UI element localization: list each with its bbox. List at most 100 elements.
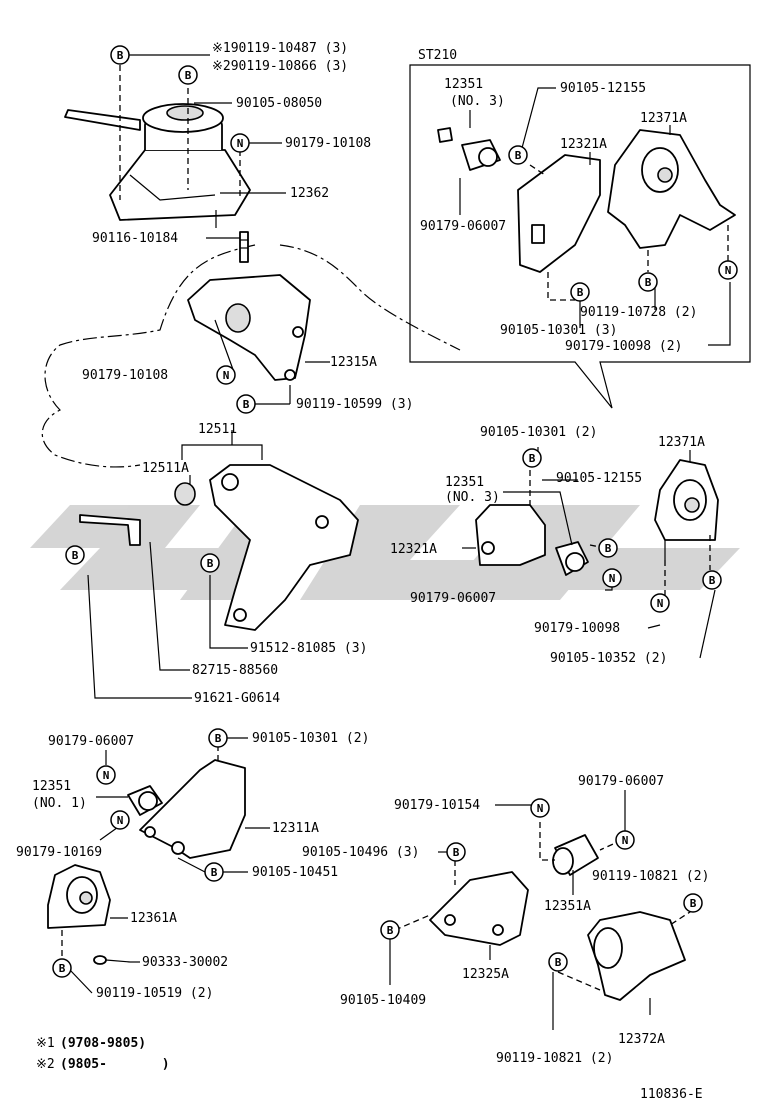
part-12511 bbox=[79, 464, 359, 631]
callout-label: 12351 bbox=[445, 475, 484, 490]
badge-letter: N bbox=[609, 572, 616, 585]
badge-letter: B bbox=[709, 574, 716, 587]
nut-badge-icon: N bbox=[615, 830, 635, 850]
callout-label: 12371A bbox=[658, 435, 705, 450]
notes: ※1 (9708-9805) ※2 (9805- ) bbox=[36, 1036, 170, 1072]
bolt-badge-icon: B bbox=[65, 545, 85, 565]
bolt-badge-icon: B bbox=[548, 952, 568, 972]
callout-label: 90119-10519 (2) bbox=[96, 986, 213, 1001]
part-12321A-inset bbox=[517, 154, 601, 273]
callout-label: 12325A bbox=[462, 967, 509, 982]
part-12351-no1 bbox=[127, 785, 163, 816]
part-12362 bbox=[64, 103, 251, 228]
callout-label: 12511 bbox=[198, 422, 237, 437]
callout-label: 12362 bbox=[290, 186, 329, 201]
badge-letter: B bbox=[243, 398, 250, 411]
leader-lines bbox=[69, 54, 731, 1030]
badge-letter: B bbox=[453, 846, 460, 859]
badge-letter: B bbox=[185, 69, 192, 82]
callout-label: 90105-12155 bbox=[560, 81, 646, 96]
part-12311A bbox=[139, 759, 246, 859]
callout-label: 90105-10301 (3) bbox=[500, 323, 617, 338]
callout-label: 90179-06007 bbox=[48, 734, 134, 749]
callout-label: 90179-10098 (2) bbox=[565, 339, 682, 354]
callout-label: 12371A bbox=[640, 111, 687, 126]
badge-letter: N bbox=[237, 137, 244, 150]
callout-label: 82715-88560 bbox=[192, 663, 278, 678]
callout-label: 90179-10169 bbox=[16, 845, 102, 860]
part-12372A bbox=[587, 911, 686, 1001]
badge-letter: B bbox=[59, 962, 66, 975]
part-90333-clip bbox=[93, 955, 131, 965]
part-12321A bbox=[475, 504, 546, 566]
engine-outline-top bbox=[279, 244, 461, 351]
callout-label: ※190119-10487 (3) bbox=[212, 41, 348, 56]
callout-label: 12315A bbox=[330, 355, 377, 370]
leader-inset-b1 bbox=[529, 164, 546, 176]
badge-letter: B bbox=[555, 956, 562, 969]
inset-box bbox=[409, 64, 751, 409]
callout-label: 90105-08050 bbox=[236, 96, 322, 111]
callout-label: 90179-06007 bbox=[578, 774, 664, 789]
bolt-badge-icon: B bbox=[508, 145, 528, 165]
callout-label: 90179-06007 bbox=[410, 591, 496, 606]
callout-label: 90179-10098 bbox=[534, 621, 620, 636]
callout-label: ※290119-10866 (3) bbox=[212, 59, 348, 74]
badge-letter: N bbox=[117, 814, 124, 827]
callout-label: 90119-10728 (2) bbox=[580, 305, 697, 320]
part-stud-90116 bbox=[239, 231, 249, 263]
bolt-badge-icon: B bbox=[702, 570, 722, 590]
bolt-badge-icon: B bbox=[236, 394, 256, 414]
nut-badge-icon: N bbox=[230, 133, 250, 153]
badge-letter: B bbox=[645, 276, 652, 289]
callout-label: 90179-06007 bbox=[420, 219, 506, 234]
part-12351-inset bbox=[437, 127, 501, 171]
note-text: (9805- ) bbox=[60, 1057, 170, 1072]
callout-label: 90179-10108 bbox=[285, 136, 371, 151]
callout-label: (NO. 3) bbox=[450, 94, 505, 109]
badge-letter: N bbox=[223, 369, 230, 382]
badge-letter: N bbox=[725, 264, 732, 277]
note-mark: ※1 bbox=[36, 1036, 55, 1051]
callout-label: 90179-10108 bbox=[82, 368, 168, 383]
leader-br-n1 bbox=[539, 822, 555, 861]
callout-label: 91621-G0614 bbox=[194, 691, 280, 706]
callout-label: 12311A bbox=[272, 821, 319, 836]
badge-letter: N bbox=[622, 834, 629, 847]
callout-label: 12361A bbox=[130, 911, 177, 926]
badge-letter: N bbox=[103, 769, 110, 782]
part-12371A-inset bbox=[607, 129, 736, 249]
bolt-badge-icon: B bbox=[200, 553, 220, 573]
callout-label: 12351A bbox=[544, 899, 591, 914]
nut-badge-icon: N bbox=[110, 810, 130, 830]
bolt-badge-icon: B bbox=[110, 45, 130, 65]
nut-badge-icon: N bbox=[718, 260, 738, 280]
bolt-badge-icon: B bbox=[380, 920, 400, 940]
callout-label: 90105-10496 (3) bbox=[302, 845, 419, 860]
inset-label: ST210 bbox=[418, 48, 457, 63]
engine-outline bbox=[41, 244, 256, 468]
leader-br-b4 bbox=[557, 971, 601, 991]
badge-letter: N bbox=[657, 597, 664, 610]
callout-label: 90119-10821 (2) bbox=[592, 869, 709, 884]
part-12325A bbox=[429, 871, 529, 946]
part-12315A bbox=[187, 274, 311, 381]
callout-label: 12351 bbox=[444, 77, 483, 92]
bolt-badge-icon: B bbox=[570, 282, 590, 302]
callout-label: 12321A bbox=[390, 542, 437, 557]
callout-labels: ※190119-10487 (3) ※290119-10866 (3) 9010… bbox=[16, 41, 709, 1066]
callout-label: 90105-10301 (2) bbox=[252, 731, 369, 746]
callout-label: 90105-10451 bbox=[252, 865, 338, 880]
badge-letter: B bbox=[605, 542, 612, 555]
bolt-badge-icon: B bbox=[204, 862, 224, 882]
bolt-badge-icon: B bbox=[638, 272, 658, 292]
badge-letter: B bbox=[117, 49, 124, 62]
callout-label: 12321A bbox=[560, 137, 607, 152]
part-12371A bbox=[654, 459, 719, 560]
callout-label: 90333-30002 bbox=[142, 955, 228, 970]
badge-letter: B bbox=[207, 557, 214, 570]
note-text: (9708-9805) bbox=[60, 1036, 146, 1051]
bolt-badge-icon: B bbox=[522, 448, 542, 468]
bolt-badge-icon: B bbox=[446, 842, 466, 862]
